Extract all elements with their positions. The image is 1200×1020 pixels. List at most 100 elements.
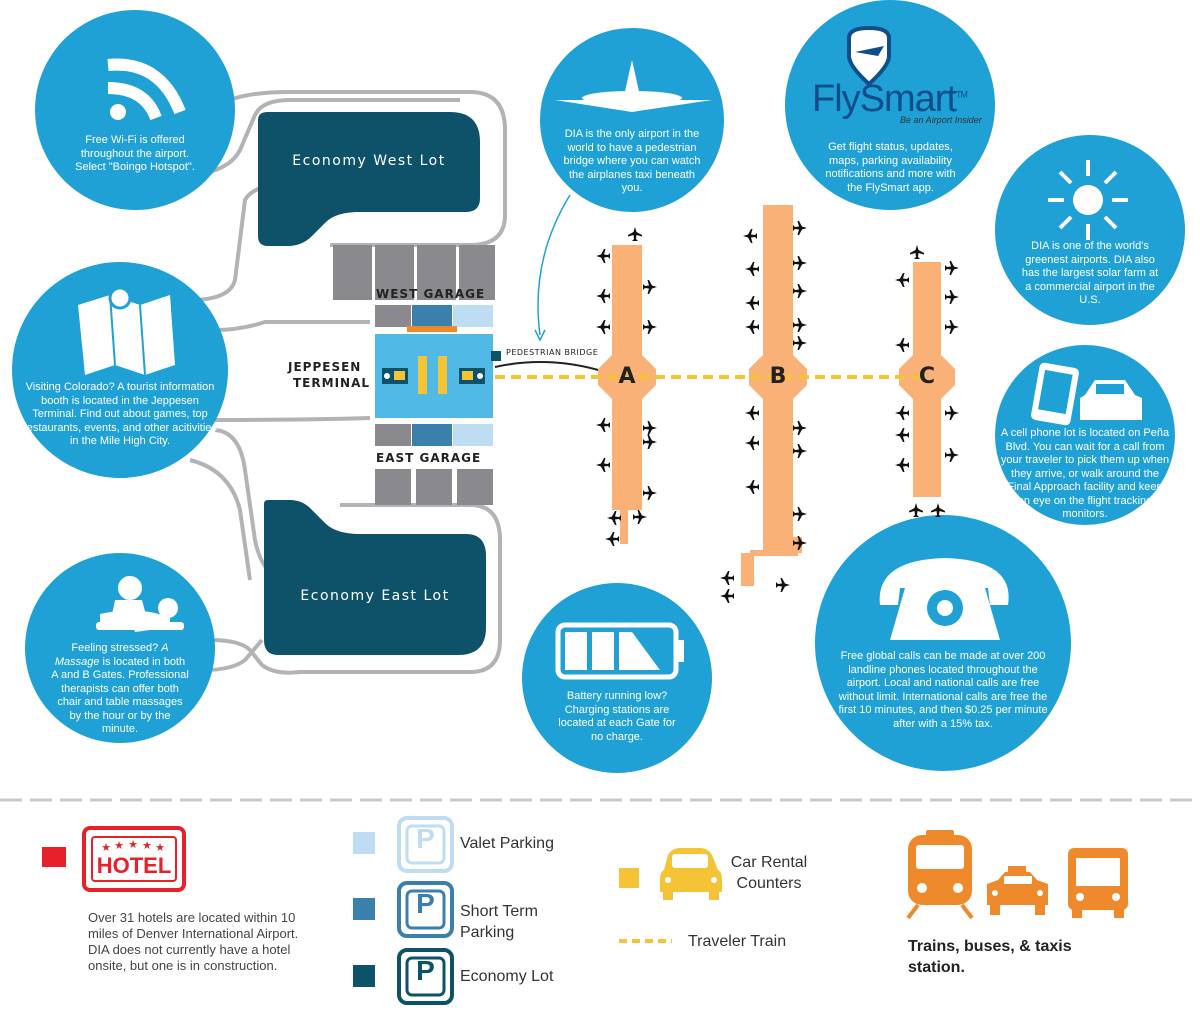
taxi-icon (987, 866, 1048, 915)
airplane-mark (596, 320, 610, 334)
east-garage (375, 424, 493, 505)
airplane-mark (910, 245, 924, 259)
hotel-sign-text: HOTEL (96, 853, 172, 878)
wifi-info: Free Wi-Fi is offered throughout the air… (75, 134, 195, 173)
flysmart-circle (785, 0, 995, 210)
phones-info: Free global calls can be made at over 20… (838, 650, 1048, 730)
economy-east-lot (264, 500, 486, 655)
airplane-mark (895, 273, 909, 287)
airplane-mark (745, 320, 759, 334)
bridge-arrow (537, 194, 571, 336)
economy-label: Economy Lot (460, 968, 554, 985)
airplane-mark (793, 256, 807, 270)
short-term-label: Short Term Parking (460, 903, 538, 941)
wifi-circle (35, 10, 235, 210)
airplane-mark (596, 418, 610, 432)
east-garage-label: EAST GARAGE (376, 451, 482, 465)
airplane-mark (895, 338, 909, 352)
airplane-mark (793, 318, 807, 332)
airplane-mark (793, 336, 807, 350)
airplane-mark (628, 227, 642, 241)
airplane-mark (909, 503, 923, 517)
economy-parking-icon: P (416, 955, 435, 986)
jeppesen-terminal (375, 334, 493, 418)
telephone-icon (879, 558, 1009, 640)
flysmart-tagline: Be an Airport Insider (900, 115, 982, 125)
west-garage (333, 245, 495, 332)
concourse-b: B (769, 364, 787, 389)
massage-icon (96, 576, 184, 632)
airplane-mark (745, 406, 759, 420)
terminal-label-1: JEPPESEN (288, 360, 362, 374)
bus-icon (1068, 848, 1128, 918)
svg-text:★: ★ (114, 840, 124, 852)
economy-east-label: Economy East Lot (300, 588, 450, 604)
flysmart-info: Get flight status, updates, maps, parkin… (825, 141, 956, 194)
svg-text:★: ★ (128, 839, 138, 851)
rental-car-icon (660, 848, 722, 900)
svg-text:★: ★ (101, 842, 111, 854)
green-info: DIA is one of the world's greenest airpo… (1021, 240, 1159, 306)
callout-connectors (189, 90, 507, 675)
airplane-mark (776, 578, 790, 592)
airplane-mark (793, 444, 807, 458)
airplane-mark (895, 428, 909, 442)
airplane-mark (945, 320, 959, 334)
airplane-mark (633, 510, 647, 524)
svg-text:★: ★ (142, 840, 152, 852)
battery-icon (555, 622, 684, 680)
concourses (598, 205, 955, 586)
airplane-mark (643, 486, 657, 500)
airplane-mark (793, 221, 807, 235)
airplane-mark (945, 406, 959, 420)
flysmart-logo (847, 25, 891, 87)
valet-label: Valet Parking (460, 835, 554, 852)
airplane-mark (745, 480, 759, 494)
train-icon (906, 830, 974, 920)
economy-west-label: Economy West Lot (292, 153, 446, 169)
airplane-mark (945, 290, 959, 304)
airplane-mark (745, 436, 759, 450)
bridge-circle (540, 28, 724, 212)
airplane-mark (945, 261, 959, 275)
airplane-mark (596, 458, 610, 472)
airplane-mark (895, 406, 909, 420)
short-term-parking-icon: P (416, 888, 435, 919)
pedestrian-bridge-label: PEDESTRIAN BRIDGE (506, 348, 599, 357)
airplane-mark (793, 421, 807, 435)
airplane-mark (643, 320, 657, 334)
airplane-mark (643, 421, 657, 435)
phones-circle (815, 515, 1071, 771)
tourist-circle (12, 262, 228, 478)
rental-label: Car Rental Counters (730, 854, 808, 892)
bridge-info: DIA is the only airport in the world to … (563, 128, 701, 194)
airplane-mark (605, 532, 619, 546)
airplane-mark (720, 589, 734, 603)
airplane-mark (596, 289, 610, 303)
hotel-info: Over 31 hotels are located within 10 mil… (88, 910, 299, 973)
transport-label: Trains, buses, & taxis station. (908, 938, 1072, 976)
airplane-mark (945, 448, 959, 462)
airplane-mark (596, 249, 610, 263)
hotel-sign (82, 826, 186, 892)
west-garage-label: WEST GARAGE (376, 287, 486, 301)
airplane-mark (720, 571, 734, 585)
phone-car-icon (1031, 362, 1142, 426)
pedestrian-bridge (494, 361, 606, 373)
massage-info: Feeling stressed? A Massage is located i… (51, 642, 189, 735)
airplane-mark (931, 503, 945, 517)
valet-parking-icon: P (416, 823, 435, 854)
economy-west-lot (258, 112, 480, 246)
wifi-icon (107, 58, 186, 121)
airplane-mark (895, 458, 909, 472)
airplane-mark (643, 435, 657, 449)
airplane-mark (745, 296, 759, 310)
terminal-label-2: TERMINAL (293, 376, 371, 390)
sun-icon (1048, 160, 1128, 240)
svg-text:★: ★ (155, 842, 165, 854)
airplane-mark (793, 536, 807, 550)
airplane-mark (793, 284, 807, 298)
cellphone-info: A cell phone lot is located on Peña Blvd… (1000, 427, 1170, 520)
tourist-info: Visiting Colorado? A tourist information… (23, 381, 217, 447)
